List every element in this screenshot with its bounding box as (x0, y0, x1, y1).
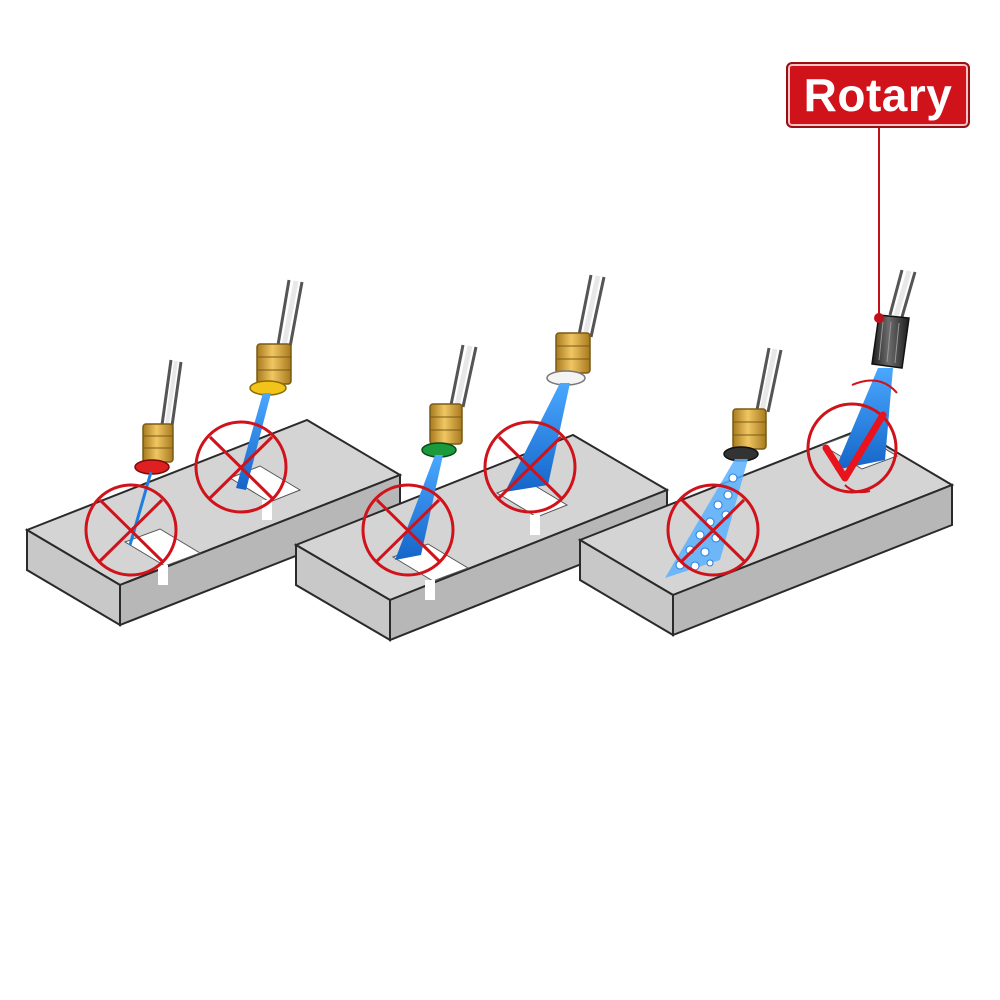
water-fan (505, 383, 570, 492)
tip-green (421, 442, 457, 458)
tip-yellow (249, 380, 287, 396)
concrete-block-3 (577, 428, 955, 637)
approved-mark (806, 402, 898, 494)
rotary-housing (871, 314, 910, 369)
prohibited-mark-3 (361, 483, 455, 577)
nozzle-white-wide (505, 274, 606, 492)
rotary-jet (835, 368, 893, 470)
rotary-label: Rotary (786, 62, 970, 128)
prohibited-mark-4 (483, 420, 577, 514)
callout-connector (874, 128, 884, 323)
tip-red (134, 459, 170, 475)
tip-white (546, 370, 586, 386)
rotation-arrow (851, 379, 898, 394)
prohibited-mark-5 (666, 483, 760, 577)
prohibited-mark-2 (194, 420, 288, 514)
tip-black (723, 446, 759, 462)
water-fan (395, 455, 443, 560)
check-icon (822, 411, 887, 482)
rotary-label-text: Rotary (803, 69, 953, 121)
prohibited-mark-1 (84, 483, 178, 577)
nozzle-rotary (835, 269, 917, 494)
nozzle-green-medium (395, 344, 478, 560)
nozzle-yellow-narrow (236, 279, 304, 490)
